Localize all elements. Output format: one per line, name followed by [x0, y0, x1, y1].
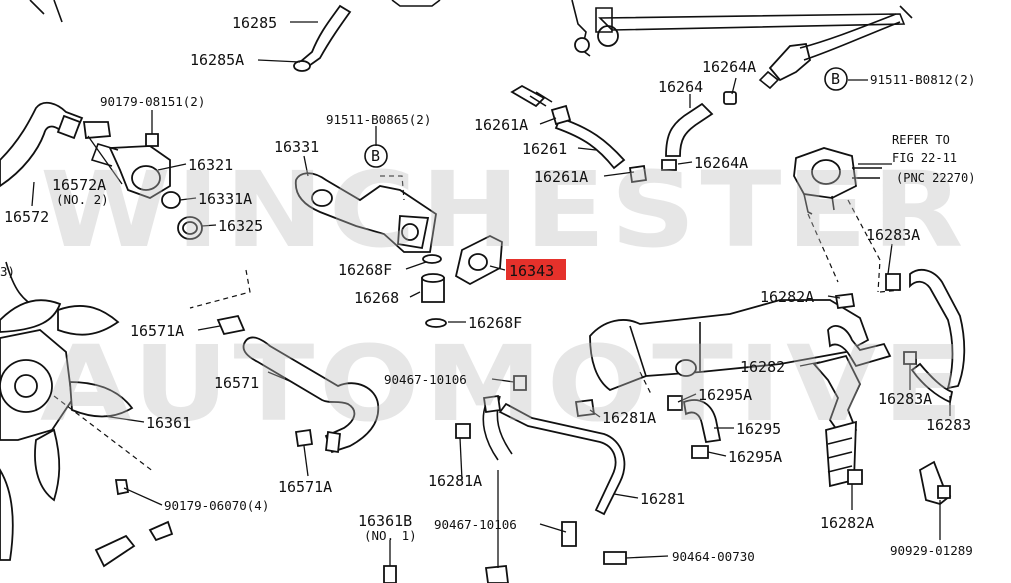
label-16321[interactable]: 16321 — [188, 156, 233, 174]
label-91511-B0812[interactable]: 91511-B0812(2) — [870, 72, 975, 87]
hose-16571-drawing — [216, 314, 380, 454]
bolt-marker-b-right-text: B — [831, 70, 840, 88]
label-16572A-sub: (NO. 2) — [56, 192, 109, 207]
hose-16264-drawing — [661, 91, 737, 171]
inlet-16331-drawing — [294, 172, 437, 253]
watermark-line-1: WINCHESTER — [40, 149, 968, 271]
label-16283[interactable]: 16283 — [926, 416, 971, 434]
label-16268F-bottom[interactable]: 16268F — [468, 314, 522, 332]
label-16283A-bottom[interactable]: 16283A — [878, 390, 932, 408]
label-16571A-top[interactable]: 16571A — [130, 322, 184, 340]
label-16268F-top[interactable]: 16268F — [338, 261, 392, 279]
label-16268[interactable]: 16268 — [354, 289, 399, 307]
throttle-body-drawing — [574, 299, 870, 418]
label-16282A-bottom[interactable]: 16282A — [820, 514, 874, 532]
hose-16261-drawing — [510, 84, 648, 184]
label-90929-01289[interactable]: 90929-01289 — [890, 543, 973, 558]
label-16343[interactable]: 16343 — [509, 262, 554, 280]
hose-16282-drawing — [812, 292, 892, 488]
bolt-marker-b-left — [364, 144, 388, 168]
hose-16572-drawing — [0, 101, 112, 188]
label-16264A-top[interactable]: 16264A — [702, 58, 756, 76]
label-16285A[interactable]: 16285A — [190, 51, 244, 69]
label-16261A-top[interactable]: 16261A — [474, 116, 528, 134]
label-16281[interactable]: 16281 — [640, 490, 685, 508]
bracket-16264A-drawing — [758, 13, 901, 90]
pipe-16281-drawing — [383, 375, 627, 583]
label-16361B[interactable]: 16361B — [358, 512, 412, 530]
outlet-16321-drawing — [90, 133, 203, 240]
label-16295[interactable]: 16295 — [736, 420, 781, 438]
bolt-marker-b-right — [824, 67, 848, 91]
label-16261A-bottom[interactable]: 16261A — [534, 168, 588, 186]
label-90179-08151[interactable]: 90179-08151(2) — [100, 94, 205, 109]
label-16283A-top[interactable]: 16283A — [866, 226, 920, 244]
label-16571[interactable]: 16571 — [214, 374, 259, 392]
label-90464-00730[interactable]: 90464-00730 — [672, 549, 755, 564]
label-16282[interactable]: 16282 — [740, 358, 785, 376]
label-16572[interactable]: 16572 — [4, 208, 49, 226]
top-pipe-assembly-drawing — [571, 0, 913, 57]
label-16261[interactable]: 16261 — [522, 140, 567, 158]
label-16281A-right[interactable]: 16281A — [602, 409, 656, 427]
lower-bracket-drawing — [94, 428, 314, 568]
fan-16361-drawing — [0, 261, 134, 561]
refer-note-line-3: (PNC 22270) — [896, 171, 975, 185]
bracket-90929-drawing — [918, 460, 952, 505]
label-16331[interactable]: 16331 — [274, 138, 319, 156]
refer-note-line-1: REFER TO — [892, 133, 950, 147]
hose-16295-drawing — [682, 399, 722, 459]
label-16295A-top[interactable]: 16295A — [698, 386, 752, 404]
leader-lines — [31, 21, 951, 568]
label-16361[interactable]: 16361 — [146, 414, 191, 432]
label-3-fragment: 3) — [0, 264, 15, 279]
bolt-marker-b-left-text: B — [371, 147, 380, 165]
label-16264[interactable]: 16264 — [658, 78, 703, 96]
label-16264A-bottom[interactable]: 16264A — [694, 154, 748, 172]
label-90467-10106-top[interactable]: 90467-10106 — [384, 372, 467, 387]
highlight-16343 — [506, 259, 566, 280]
label-90467-10106-bottom[interactable]: 90467-10106 — [434, 517, 517, 532]
dashed-guides — [53, 175, 901, 473]
hose-16285-drawing — [293, 4, 352, 72]
label-16282A-top[interactable]: 16282A — [760, 288, 814, 306]
label-16281A-left[interactable]: 16281A — [428, 472, 482, 490]
label-16571A-bottom[interactable]: 16571A — [278, 478, 332, 496]
pipe-16268-drawing — [421, 254, 447, 328]
gasket-16343-hole — [468, 253, 488, 271]
watermark-line-2: AUTOMOTIVE — [40, 323, 968, 445]
refer-note-line-2[interactable]: FIG 22-11 — [892, 151, 957, 165]
label-90179-06070[interactable]: 90179-06070(4) — [164, 498, 269, 513]
top-center-fragment — [391, 0, 441, 7]
top-left-fragment — [29, 0, 63, 23]
label-91511-B0865[interactable]: 91511-B0865(2) — [326, 112, 431, 127]
label-16361B-sub: (NO. 1) — [364, 528, 417, 543]
label-16295A-bottom[interactable]: 16295A — [728, 448, 782, 466]
label-16331A[interactable]: 16331A — [198, 190, 252, 208]
valve-assembly-drawing — [793, 147, 882, 215]
label-16285[interactable]: 16285 — [232, 14, 277, 32]
label-16325[interactable]: 16325 — [218, 217, 263, 235]
label-16572A[interactable]: 16572A — [52, 176, 106, 194]
